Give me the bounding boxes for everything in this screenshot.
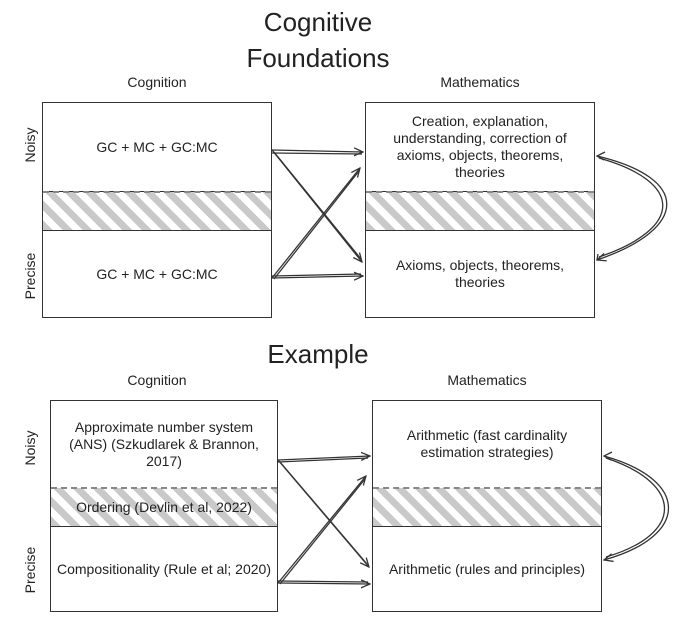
example-arrow-noisy-to-precise-shadow [279,461,368,565]
cognition-box: GC + MC + GC:MC GC + MC + GC:MC [42,102,272,318]
bidirectional-curve-top-head [595,151,606,161]
example-mathematics-box: Arithmetic (fast cardinality estimation … [372,400,602,612]
example-title: Example [267,339,369,369]
cognition-precise-text: GC + MC + GC:MC [96,265,218,282]
cognition-noisy-text: GC + MC + GC:MC [96,138,218,155]
hatched-band [366,192,594,230]
example-cognition-noisy-text: Approximate number system (ANS) (Szkudla… [69,418,259,469]
mathematics-box: Creation, explanation, understanding, co… [365,102,595,318]
divider-line [366,230,594,231]
divider-line [51,526,277,527]
math-precise-text: Axioms, objects, theorems, theories [395,257,565,290]
example-mathematics-header: Mathematics [447,372,527,388]
hatched-band [51,488,277,526]
example-arrow-noisy-to-noisy-shadow [277,457,369,463]
bidirectional-curve-bottom [604,455,670,560]
bidirectional-curve-bottom-shadow [605,457,665,558]
bidirectional-curve-bottom-head [602,451,613,461]
cognition-header: Cognition [127,74,187,90]
arrow-noisy-to-precise-shadow [273,151,362,260]
hatched-band [373,488,601,526]
math-noisy-text: Creation, explanation, understanding, co… [393,113,567,180]
example-arrow-noisy-to-noisy [277,456,370,460]
hatched-band [43,192,271,230]
bidirectional-curve-top-shadow [598,157,664,258]
example-arrow-precise-to-noisy-shadow [279,478,366,585]
bidirectional-curve-top [597,155,668,260]
dashed-divider [373,487,601,489]
example-cognition-header: Cognition [127,372,187,388]
mathematics-header: Mathematics [440,74,520,90]
example-math-precise-text: Arithmetic (rules and principles) [388,560,586,577]
arrow-precise-to-precise-shadow [271,273,362,277]
title-line-2: Foundations [246,43,390,73]
example-cognition-precise-text: Compositionality (Rule et al; 2020) [57,560,271,577]
dashed-divider [51,487,277,489]
divider-line [373,526,601,527]
example-arrow-precise-to-precise-shadow [277,580,369,583]
dashed-divider [366,191,594,193]
example-cognition-box: Approximate number system (ANS) (Szkudla… [50,400,278,612]
arrow-precise-to-precise [271,276,363,278]
arrow-noisy-to-noisy [271,150,363,152]
arrow-noisy-to-noisy-shadow [271,152,363,155]
example-arrow-precise-to-precise [277,583,370,584]
divider-line [43,230,271,231]
example-arrow-precise-to-noisy [277,476,366,584]
title-line-1: Cognitive [263,7,373,37]
dashed-divider [43,191,271,193]
arrow-precise-to-noisy [271,168,360,279]
example-cognition-middle-text: Ordering (Devlin et al, 2022) [76,498,252,515]
arrow-precise-to-noisy-shadow [273,170,360,280]
example-math-noisy-text: Arithmetic (fast cardinality estimation … [406,427,568,460]
